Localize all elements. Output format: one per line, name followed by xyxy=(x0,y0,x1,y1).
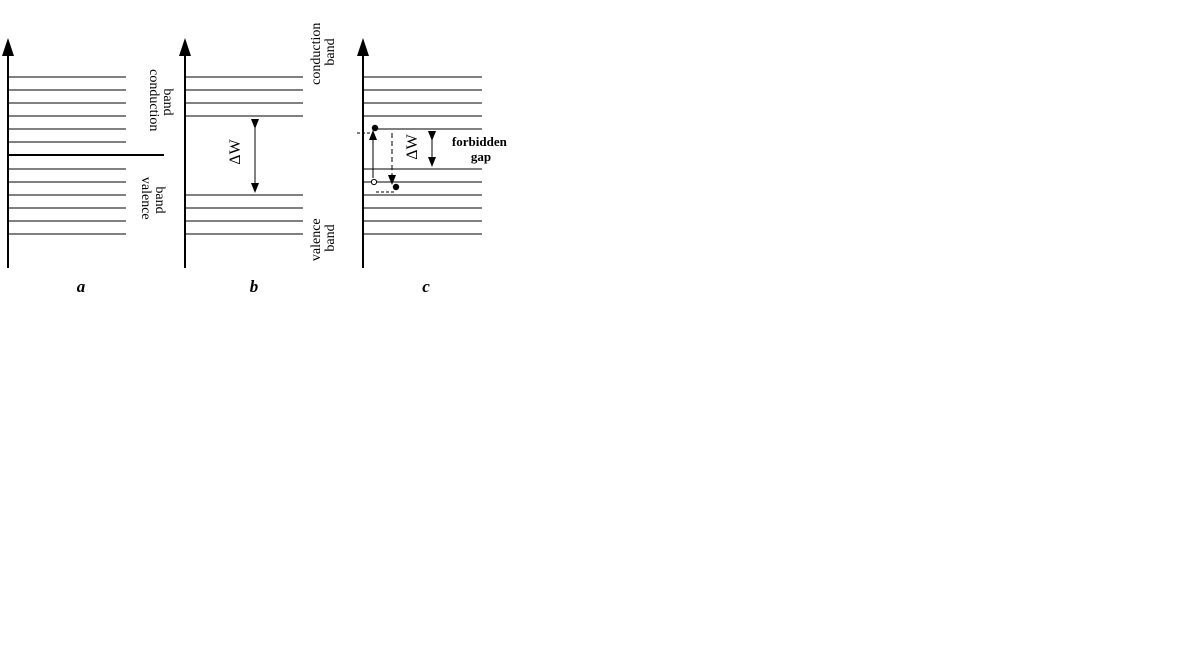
axis-arrowhead-c xyxy=(357,38,369,56)
hole-circle xyxy=(370,178,378,186)
band-levels-a xyxy=(8,76,126,235)
forbidden-gap-label: forbidden gap xyxy=(452,134,510,164)
axis-arrowhead-a xyxy=(2,38,14,56)
band-levels-b xyxy=(185,76,303,235)
electron-dot-lower xyxy=(392,183,400,191)
electron-dot-upper xyxy=(371,124,379,132)
panel-caption-b: b xyxy=(250,277,259,296)
axis-arrowhead-b xyxy=(179,38,191,56)
conduction-band-label-a: conduction band xyxy=(146,69,175,135)
band-levels-c xyxy=(363,76,482,235)
panel-a: conduction band valence band a xyxy=(2,38,175,296)
panel-caption-a: a xyxy=(77,277,86,296)
panel-b: ΔW conduction band valence band b xyxy=(179,19,338,296)
conduction-band-label-b: conduction band xyxy=(309,19,338,85)
valence-band-label-b: valence band xyxy=(309,215,338,261)
valence-band-label-a: valence band xyxy=(138,177,167,223)
panel-caption-c: c xyxy=(422,277,430,296)
gap-label-c: ΔW xyxy=(404,133,421,159)
panel-c: ΔW forbidden gap c xyxy=(357,38,510,296)
gap-label-b: ΔW xyxy=(227,138,244,164)
